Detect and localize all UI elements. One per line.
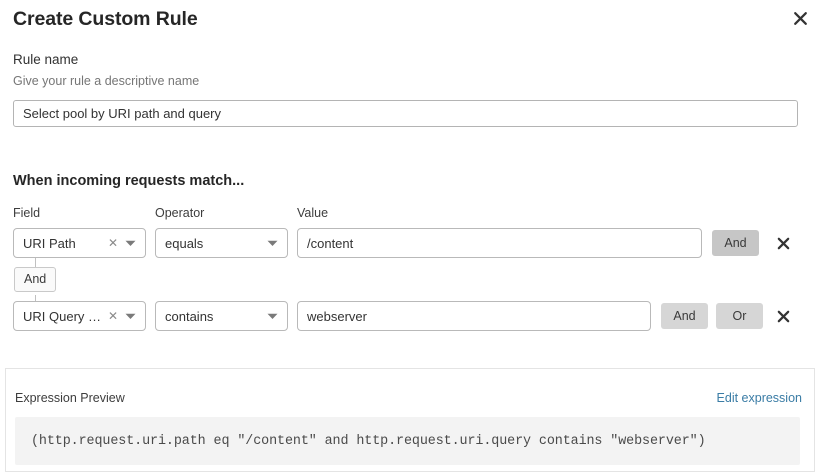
edit-expression-link[interactable]: Edit expression [716,391,802,405]
and-button-row-1[interactable]: And [712,230,759,256]
and-button-row-2[interactable]: And [661,303,708,329]
field-select-row-2-value: URI Query St... [23,308,106,324]
chevron-down-icon[interactable] [123,240,145,247]
connector-line-bottom [35,295,36,305]
clear-icon[interactable]: ✕ [107,236,118,250]
column-header-field: Field [13,206,41,220]
column-header-operator: Operator [155,206,205,220]
chevron-down-icon[interactable] [265,240,287,247]
clear-icon[interactable]: ✕ [107,309,118,323]
condition-row: URI Query St... ✕ contains And Or [0,301,820,331]
field-select-row-1[interactable]: URI Path ✕ [13,228,146,258]
operator-select-row-1[interactable]: equals [155,228,288,258]
page-title: Create Custom Rule [13,8,198,30]
expression-code-text: (http.request.uri.path eq "/content" and… [31,433,706,449]
rule-name-label: Rule name [13,52,79,67]
expression-preview-label: Expression Preview [15,391,125,405]
value-input-row-2[interactable] [297,301,651,331]
delete-row-button-row-1[interactable] [772,230,794,256]
operator-select-row-2[interactable]: contains [155,301,288,331]
connector-line-top [35,258,36,267]
rule-name-help-text: Give your rule a descriptive name [13,74,200,88]
field-select-row-2[interactable]: URI Query St... ✕ [13,301,146,331]
expression-code-box: (http.request.uri.path eq "/content" and… [15,417,800,465]
match-section-heading: When incoming requests match... [13,173,245,189]
rule-name-input[interactable] [13,100,798,127]
chevron-down-icon[interactable] [265,313,287,320]
or-button-row-2[interactable]: Or [716,303,763,329]
condition-row: URI Path ✕ equals And [0,228,820,258]
operator-select-row-1-value: equals [165,235,204,251]
close-icon[interactable] [788,6,812,30]
operator-select-row-2-value: contains [165,308,214,324]
field-select-row-1-value: URI Path [23,235,76,251]
connector-and-chip[interactable]: And [14,267,57,292]
value-input-row-1[interactable] [297,228,702,258]
column-header-value: Value [297,206,329,220]
row-connector: And [0,258,120,305]
chevron-down-icon[interactable] [123,313,145,320]
delete-row-button-row-2[interactable] [772,303,794,329]
expression-preview-card: Expression Preview Edit expression (http… [5,368,815,472]
